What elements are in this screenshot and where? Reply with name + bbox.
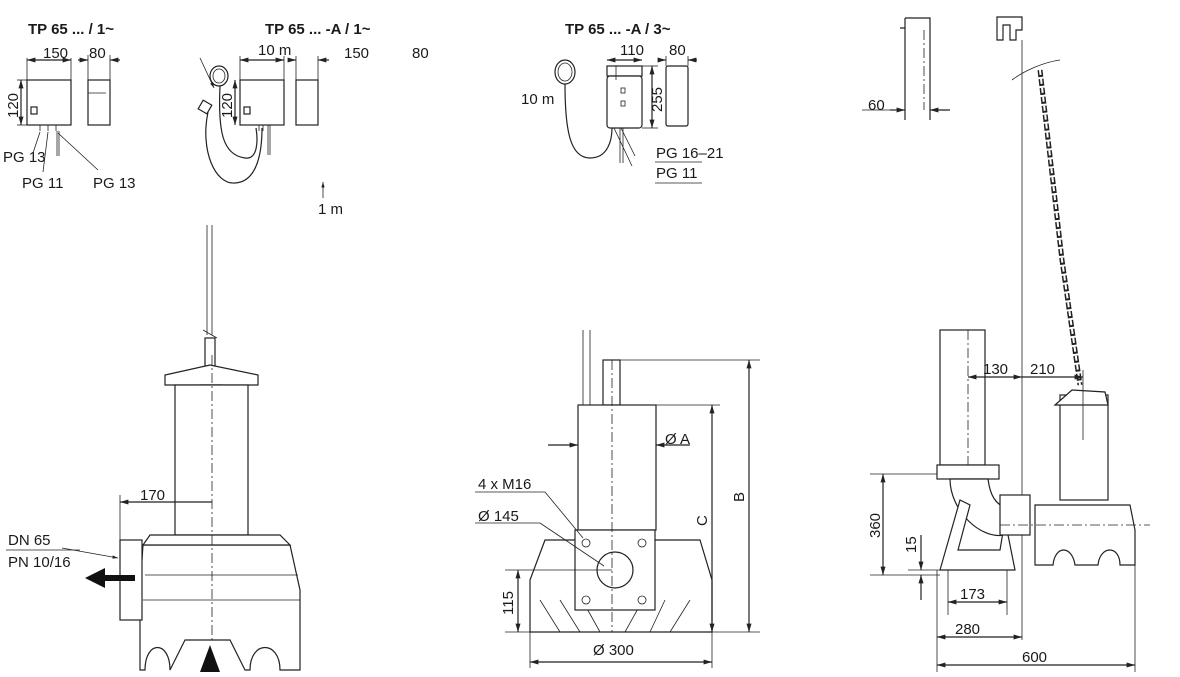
- installation-view: 60 130 210 360 15 173 280: [862, 16, 1150, 672]
- label-pg13-b: PG 13: [93, 175, 136, 192]
- dim-115: 115: [500, 591, 517, 615]
- dim-dia-a: Ø A: [665, 431, 690, 448]
- cable-length: 10 m: [521, 91, 554, 108]
- label-pn10-16: PN 10/16: [8, 554, 71, 571]
- label-pg11: PG 11: [22, 175, 63, 192]
- title-box2: TP 65 ... -A / 1~: [265, 21, 371, 38]
- dim-depth: 80: [412, 45, 429, 62]
- pump-side-view: 170 DN 65 PN 10/16: [6, 225, 301, 672]
- dim-60: 60: [868, 97, 885, 114]
- cable-length: 10 m: [258, 42, 291, 59]
- control-box-tp65-a-1: TP 65 ... -A / 1~ 10 m 150 80 120 1 m: [197, 21, 429, 218]
- dim-depth: 80: [89, 45, 106, 62]
- dim-360: 360: [867, 513, 884, 538]
- dim-width: 110: [620, 42, 644, 59]
- dim-130: 130: [983, 361, 1008, 378]
- label-dn65: DN 65: [8, 532, 51, 549]
- dim-width: 150: [344, 45, 369, 62]
- label-4xm16: 4 x M16: [478, 476, 531, 493]
- dim-600: 600: [1022, 649, 1047, 666]
- dim-170: 170: [140, 487, 165, 504]
- dim-15: 15: [903, 536, 920, 553]
- dim-173: 173: [960, 586, 985, 603]
- dim-c: C: [694, 515, 711, 526]
- control-box-tp65-a-3: TP 65 ... -A / 3~ 110 80 255 10 m PG 16–…: [521, 21, 724, 184]
- label-pg13-a: PG 13: [3, 149, 46, 166]
- dim-dia-300: Ø 300: [593, 642, 634, 659]
- control-box-tp65-1: TP 65 ... / 1~ 150 80 120 PG 13 PG 11 PG…: [3, 21, 136, 192]
- title-box3: TP 65 ... -A / 3~: [565, 21, 671, 38]
- label-pg11: PG 11: [656, 165, 697, 182]
- label-pg16-21: PG 16–21: [656, 145, 724, 162]
- dim-280: 280: [955, 621, 980, 638]
- dim-height: 120: [219, 93, 236, 118]
- title-box1: TP 65 ... / 1~: [28, 21, 114, 38]
- label-dia-145: Ø 145: [478, 508, 519, 525]
- dim-b: B: [731, 492, 748, 502]
- pump-front-view: Ø A 4 x M16 Ø 145 C B 115 Ø 300: [475, 330, 760, 668]
- cable-length-2: 1 m: [318, 201, 343, 218]
- dim-width: 150: [43, 45, 68, 62]
- dim-height: 255: [649, 87, 666, 112]
- dim-depth: 80: [669, 42, 686, 59]
- dim-210: 210: [1030, 361, 1055, 378]
- dim-height: 120: [5, 93, 22, 118]
